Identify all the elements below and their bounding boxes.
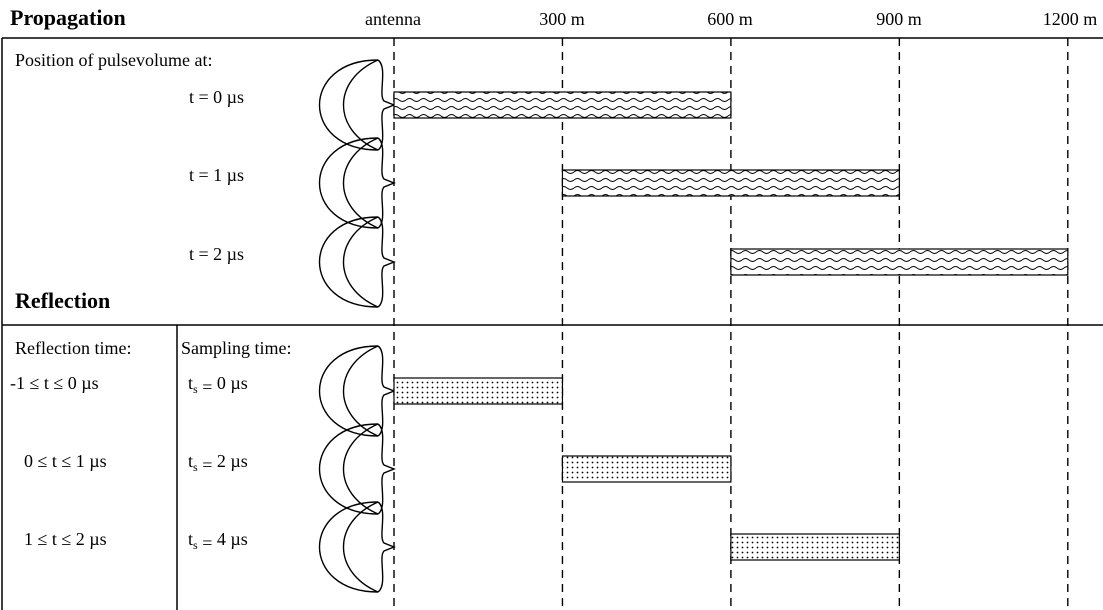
antenna-inner-lobe (343, 137, 379, 229)
time-label: t = 1 µs (189, 165, 244, 185)
sampling-time-label: ts = 0 µs (188, 373, 248, 397)
sampling-time-value: 2 µs (217, 451, 248, 471)
time-label: t = 0 µs (189, 87, 244, 107)
sampled-volume-bar (561, 455, 732, 483)
antenna-inner-lobe (343, 501, 379, 593)
reflection-time-header: Reflection time: (15, 338, 131, 358)
propagation-rows: t = 0 µs t = 1 µs t = 2 µs (189, 59, 1069, 308)
scale-label: 300 m (539, 9, 585, 29)
antenna-icon (318, 423, 396, 515)
scale-label: 600 m (707, 9, 753, 29)
antenna-inner-lobe (343, 59, 379, 151)
antenna-icon (318, 137, 396, 229)
sampled-volume-bar (393, 377, 564, 405)
scale-label: antenna (365, 9, 421, 29)
pulse-volume-bar (730, 248, 1069, 276)
antenna-icon (318, 501, 396, 593)
antenna-outer-lobe (318, 423, 379, 515)
reflection-rows: -1 ≤ t ≤ 0 µs ts = 0 µs 0 ≤ t ≤ 1 µs ts = 2… (10, 345, 900, 593)
antenna-inner-lobe (343, 423, 379, 515)
reflection-heading: Reflection (15, 288, 110, 313)
pulse-volume-bar (393, 91, 732, 119)
antenna-icon (318, 345, 396, 437)
antenna-outer-lobe (318, 137, 379, 229)
antenna-outer-lobe (318, 59, 379, 151)
antenna-outer-lobe (318, 501, 379, 593)
antenna-brace (377, 501, 396, 593)
sampling-time-value: 0 µs (217, 373, 248, 393)
reflection-time-label: 1 ≤ t ≤ 2 µs (24, 529, 107, 549)
pulse-volume-bar (561, 169, 900, 197)
scale-label: 1200 m (1043, 9, 1098, 29)
sampling-time-label: ts = 4 µs (188, 529, 248, 553)
antenna-brace (377, 345, 396, 437)
distance-scale: antenna 300 m 600 m 900 m 1200 m (365, 9, 1097, 610)
antenna-brace (377, 216, 396, 308)
sampling-time-value: 4 µs (217, 529, 248, 549)
antenna-icon (318, 216, 396, 308)
sampling-time-header: Sampling time: (181, 338, 292, 358)
antenna-inner-lobe (343, 345, 379, 437)
scale-label: 900 m (876, 9, 922, 29)
antenna-brace (377, 423, 396, 515)
time-label: t = 2 µs (189, 244, 244, 264)
antenna-outer-lobe (318, 345, 379, 437)
reflection-time-label: -1 ≤ t ≤ 0 µs (10, 373, 99, 393)
antenna-brace (377, 59, 396, 151)
antenna-outer-lobe (318, 216, 379, 308)
sampled-volume-bar (730, 533, 900, 561)
antenna-inner-lobe (343, 216, 379, 308)
antenna-brace (377, 137, 396, 229)
antenna-icon (318, 59, 396, 151)
reflection-time-label: 0 ≤ t ≤ 1 µs (24, 451, 107, 471)
propagation-heading: Propagation (10, 5, 126, 30)
position-subheading: Position of pulsevolume at: (15, 50, 213, 70)
sampling-time-label: ts = 2 µs (188, 451, 248, 475)
